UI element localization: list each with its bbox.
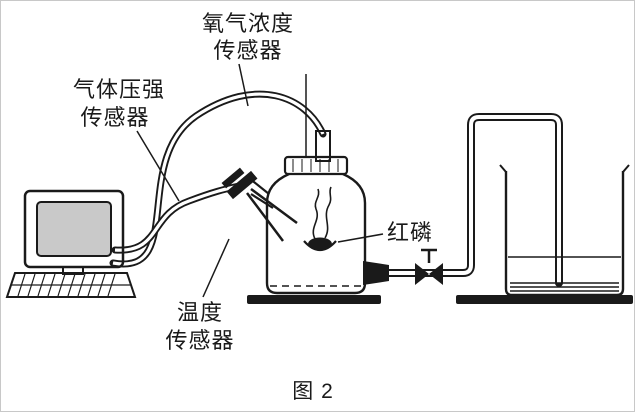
oxygen-sensor-label-line1: 氧气浓度 (202, 11, 294, 36)
water-shading (510, 282, 619, 292)
red-phosphorus-sample (308, 237, 332, 251)
computer (5, 189, 137, 298)
valve-handle (421, 248, 437, 263)
beaker-body (504, 171, 625, 297)
flame (312, 186, 332, 240)
oxygen-sensor-cable-highlight (112, 92, 325, 266)
pressure-sensor-label-line2: 传感器 (80, 105, 149, 130)
oxygen-sensor-pointer-line (238, 63, 249, 107)
jar-lid-ribs (292, 159, 339, 172)
gas-outlet-tube (363, 113, 563, 287)
jar-lid (283, 155, 349, 176)
temperature-sensor-label-line2: 传感器 (165, 328, 234, 353)
beaker-rim-flare (499, 164, 630, 173)
stopcock-valve (415, 248, 443, 285)
outlet-tube-outline (363, 113, 563, 287)
jar-top-port (315, 130, 331, 162)
figure-caption: 图 2 (292, 380, 334, 403)
temperature-probe (246, 192, 284, 242)
bench-mat-right (456, 295, 633, 304)
pressure-sensor-pointer-line (136, 130, 180, 202)
temperature-sensor-pointer-line (202, 238, 230, 298)
computer-keyboard (5, 272, 137, 298)
side-stopper-band-inner (226, 170, 258, 200)
beaker (499, 164, 630, 297)
jar-body (265, 172, 367, 295)
keyboard-keys (11, 273, 131, 297)
leader-lines (136, 63, 384, 298)
pressure-probe (250, 187, 298, 225)
sensor-cables (109, 90, 327, 268)
pressure-sensor-label-line1: 气体压强 (73, 77, 165, 102)
temperature-sensor-label-line1: 温度 (177, 300, 223, 325)
valve-right-cone (429, 263, 443, 285)
monitor-screen (36, 201, 112, 257)
oxygen-sensor-label-line2: 传感器 (213, 38, 282, 63)
side-stopper-band-outer (221, 167, 245, 189)
pressure-temperature-cable-highlight (114, 184, 240, 252)
red-phosphorus-pointer-line (337, 233, 384, 243)
red-phosphorus-label: 红磷 (387, 220, 433, 245)
rubber-plug (363, 261, 389, 285)
pressure-temperature-cable (111, 182, 243, 254)
valve-left-cone (415, 263, 429, 285)
diagram-labels: 氧气浓度 传感器 气体压强 传感器 温度 传感器 红磷 图 2 (73, 11, 433, 403)
outlet-tube-bore (367, 115, 561, 283)
bench-mat-left (247, 295, 381, 304)
gas-jar (221, 130, 367, 295)
